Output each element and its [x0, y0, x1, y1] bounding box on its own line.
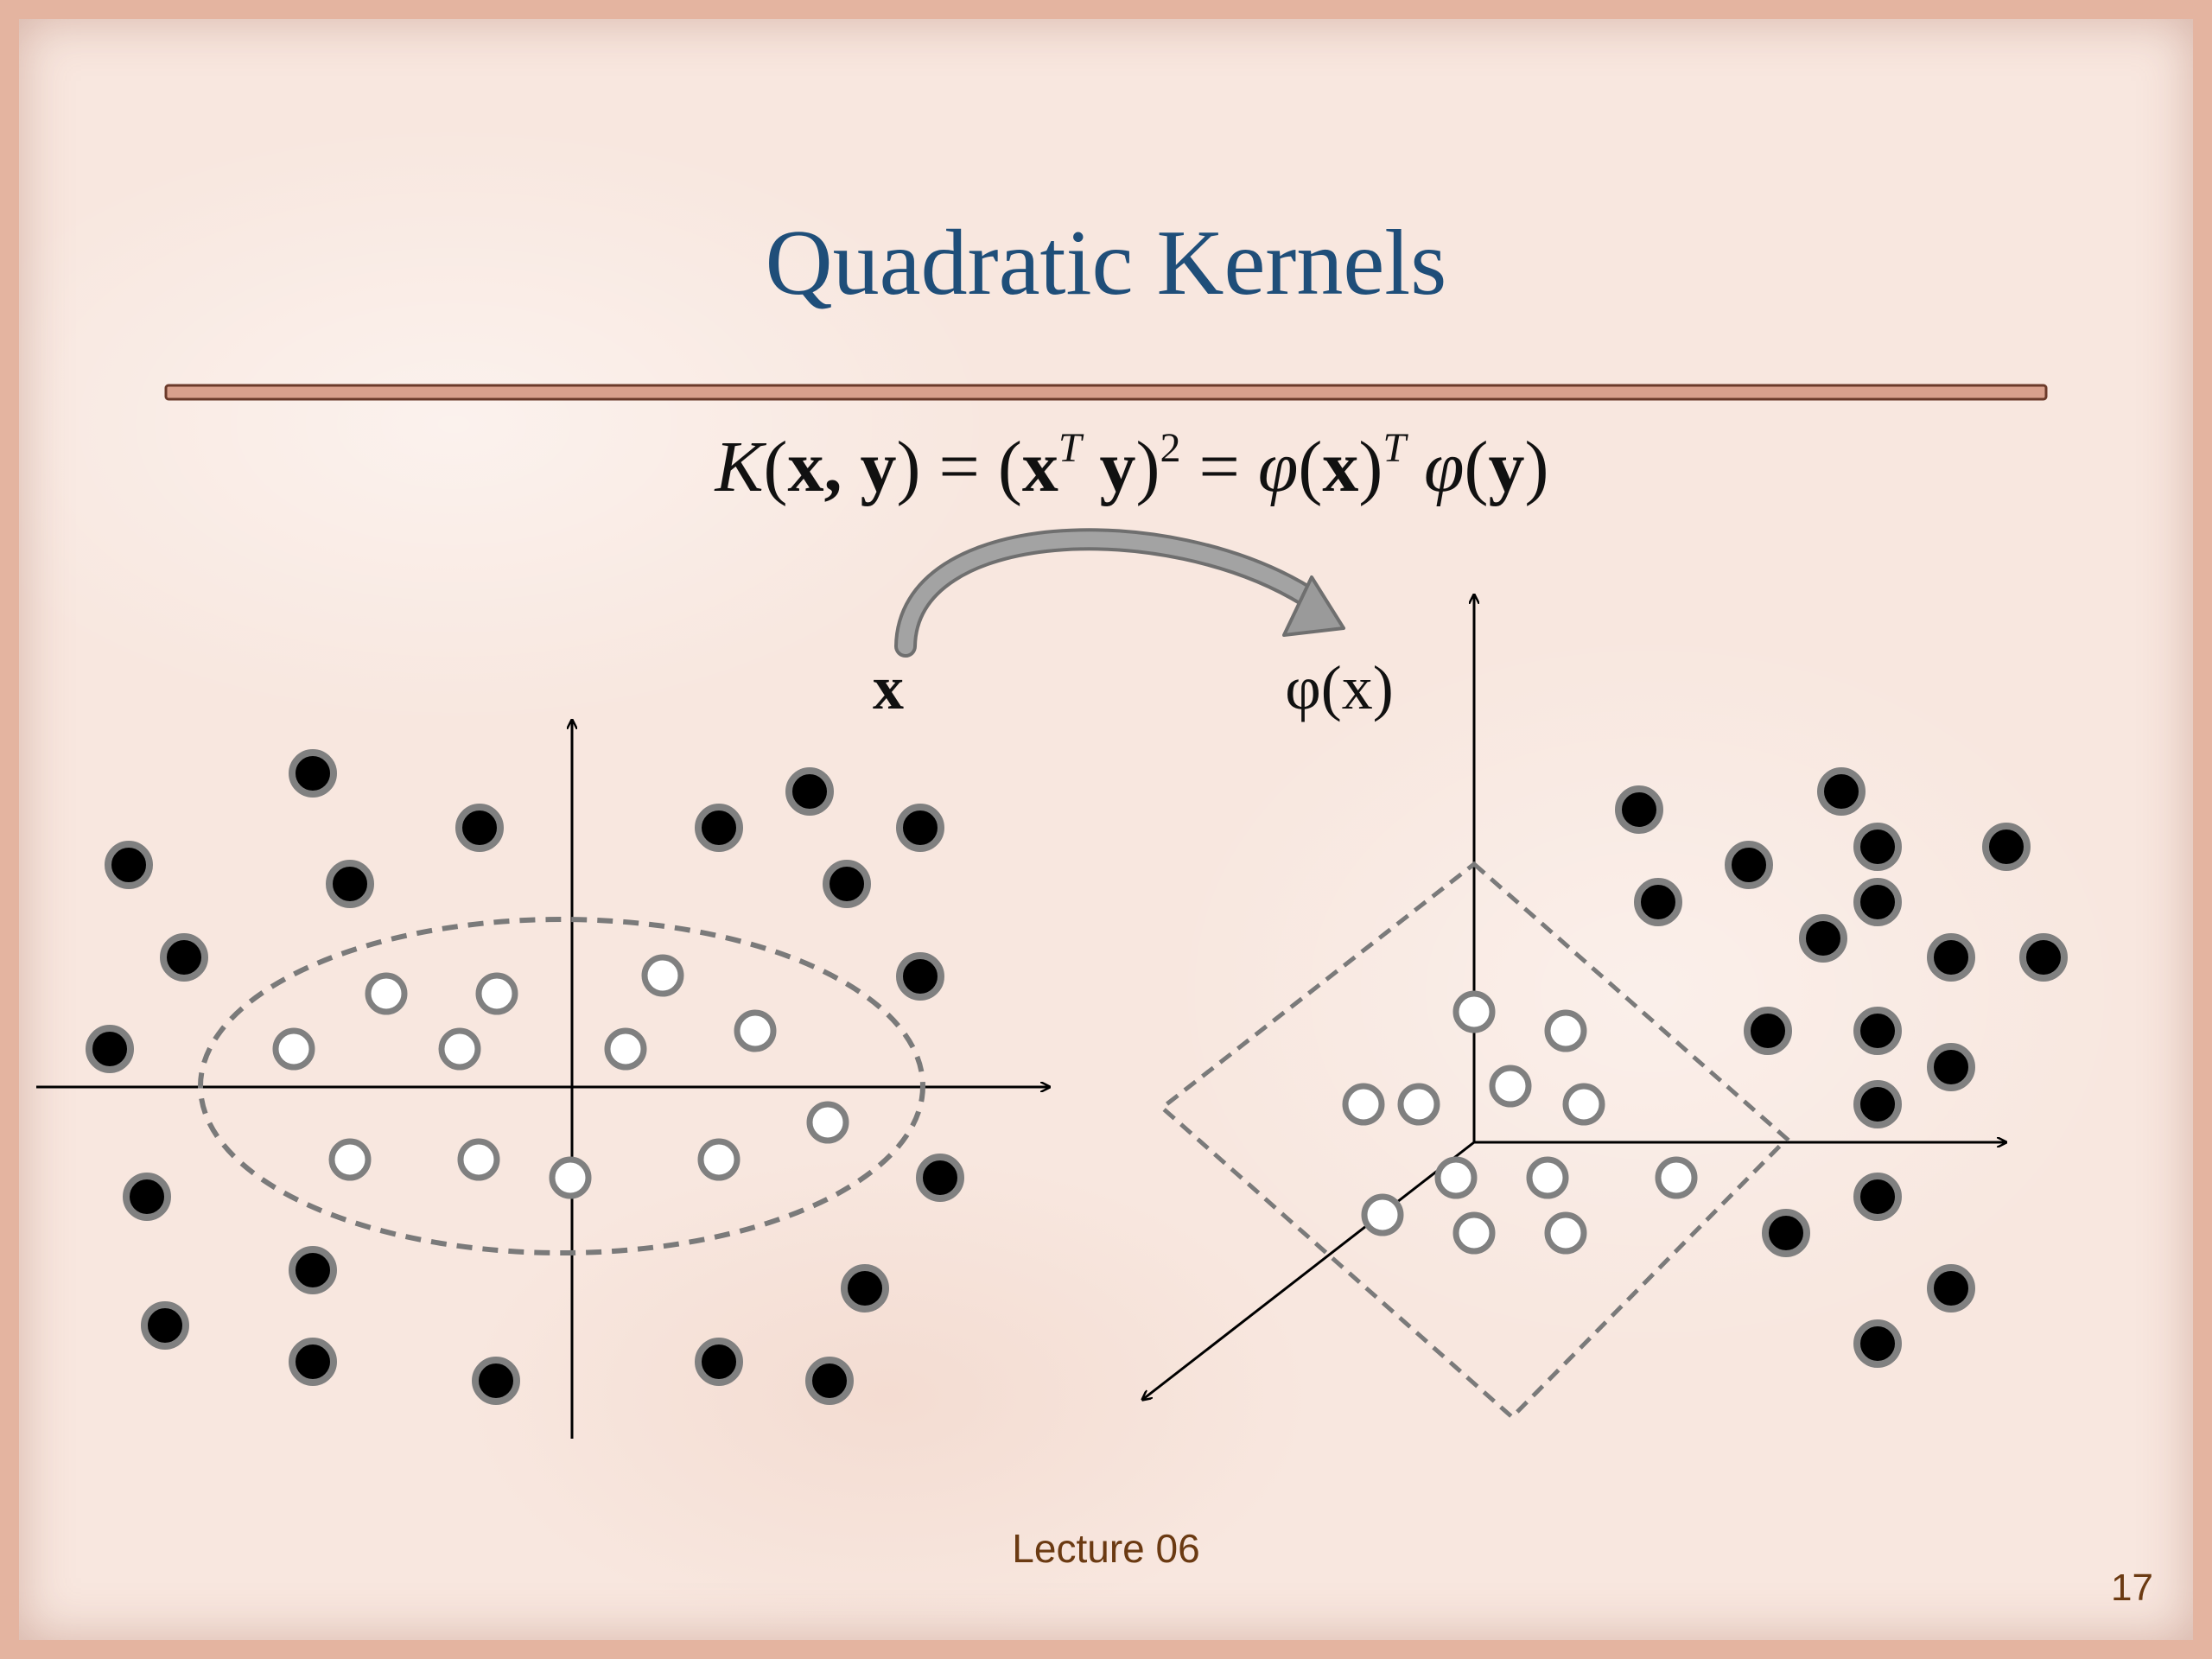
right-black-point: [2019, 933, 2068, 982]
left-black-point: [472, 1357, 520, 1405]
left-axes: [36, 720, 1050, 1439]
left-points: [86, 749, 964, 1405]
right-black-point: [1927, 933, 1975, 982]
title-rule: [164, 384, 2048, 401]
left-white-point: [457, 1138, 500, 1181]
formula-phi-x: x: [1322, 427, 1358, 507]
right-white-point: [1452, 1211, 1496, 1255]
formula-transpose-1: T: [1058, 425, 1084, 471]
right-black-point: [1744, 1007, 1792, 1055]
left-black-point: [823, 860, 871, 908]
right-black-point: [1853, 1173, 1902, 1221]
formula-lhs-args: x, y: [788, 427, 897, 507]
right-black-point: [1615, 785, 1663, 834]
left-black-point: [896, 804, 944, 852]
right-black-point: [1817, 767, 1866, 816]
mapping-arrow: [894, 528, 1345, 658]
formula-transpose-2: T: [1382, 425, 1408, 471]
right-black-point: [1853, 1319, 1902, 1368]
left-white-point: [365, 972, 408, 1015]
right-white-point: [1489, 1065, 1532, 1108]
left-white-point: [697, 1138, 741, 1181]
formula-y: y: [1100, 427, 1136, 507]
left-black-point: [916, 1154, 964, 1202]
formula-x: x: [1022, 427, 1058, 507]
left-black-point: [785, 767, 834, 816]
right-black-point: [1853, 823, 1902, 871]
left-black-point: [289, 1338, 337, 1386]
left-black-point: [455, 804, 504, 852]
right-white-point: [1452, 990, 1496, 1033]
footer-lecture: Lecture 06: [1012, 1526, 1199, 1571]
left-black-point: [896, 952, 944, 1001]
left-white-point: [328, 1138, 372, 1181]
right-black-point: [1634, 878, 1682, 926]
left-black-point: [141, 1301, 189, 1350]
left-black-point: [695, 804, 743, 852]
right-white-point: [1397, 1083, 1440, 1126]
left-white-point: [272, 1027, 315, 1071]
formula-phi-y: y: [1489, 427, 1525, 507]
right-white-point: [1655, 1156, 1698, 1199]
right-white-point: [1342, 1083, 1385, 1126]
left-black-point: [289, 749, 337, 798]
feature-space-label: φ(x): [1285, 653, 1394, 722]
left-black-point: [326, 860, 374, 908]
left-black-point: [805, 1357, 854, 1405]
formula-phi-1: φ: [1258, 427, 1298, 507]
left-white-point: [806, 1101, 849, 1144]
right-black-point: [1927, 1043, 1975, 1091]
right-black-point: [1982, 823, 2031, 871]
left-black-point: [105, 841, 153, 889]
formula-k: K: [714, 427, 766, 507]
input-space-label: x: [873, 653, 904, 722]
left-black-point: [695, 1338, 743, 1386]
right-black-point: [1799, 914, 1847, 963]
slide-title: Quadratic Kernels: [766, 212, 1447, 315]
right-points: [1342, 767, 2068, 1368]
left-white-point: [549, 1156, 592, 1199]
left-white-point: [641, 954, 684, 997]
left-black-point: [123, 1173, 171, 1221]
right-decision-boundary: [1159, 861, 1790, 1421]
right-black-point: [1853, 878, 1902, 926]
formula-phi-2: φ: [1424, 427, 1464, 507]
right-white-point: [1562, 1083, 1605, 1126]
left-black-point: [841, 1264, 889, 1313]
right-axes: [1142, 594, 2006, 1400]
formula-square: 2: [1160, 425, 1181, 471]
right-white-point: [1526, 1156, 1569, 1199]
right-black-point: [1725, 841, 1773, 889]
right-white-point: [1544, 1211, 1587, 1255]
left-decision-boundary: [198, 917, 925, 1255]
right-white-point: [1544, 1009, 1587, 1052]
left-white-point: [604, 1027, 647, 1071]
left-black-point: [160, 933, 208, 982]
left-black-point: [289, 1246, 337, 1294]
left-white-point: [438, 1027, 481, 1071]
left-white-point: [734, 1009, 777, 1052]
right-white-point: [1361, 1193, 1404, 1236]
right-black-point: [1853, 1080, 1902, 1128]
right-black-point: [1853, 1007, 1902, 1055]
left-white-point: [475, 972, 518, 1015]
left-black-point: [86, 1025, 134, 1073]
kernel-formula: K(x, y) = (xT y)2 = φ(x)T φ(y): [714, 425, 1548, 507]
page-number: 17: [2111, 1567, 2153, 1609]
right-black-point: [1927, 1264, 1975, 1313]
right-black-point: [1762, 1209, 1810, 1257]
right-white-point: [1434, 1156, 1478, 1199]
